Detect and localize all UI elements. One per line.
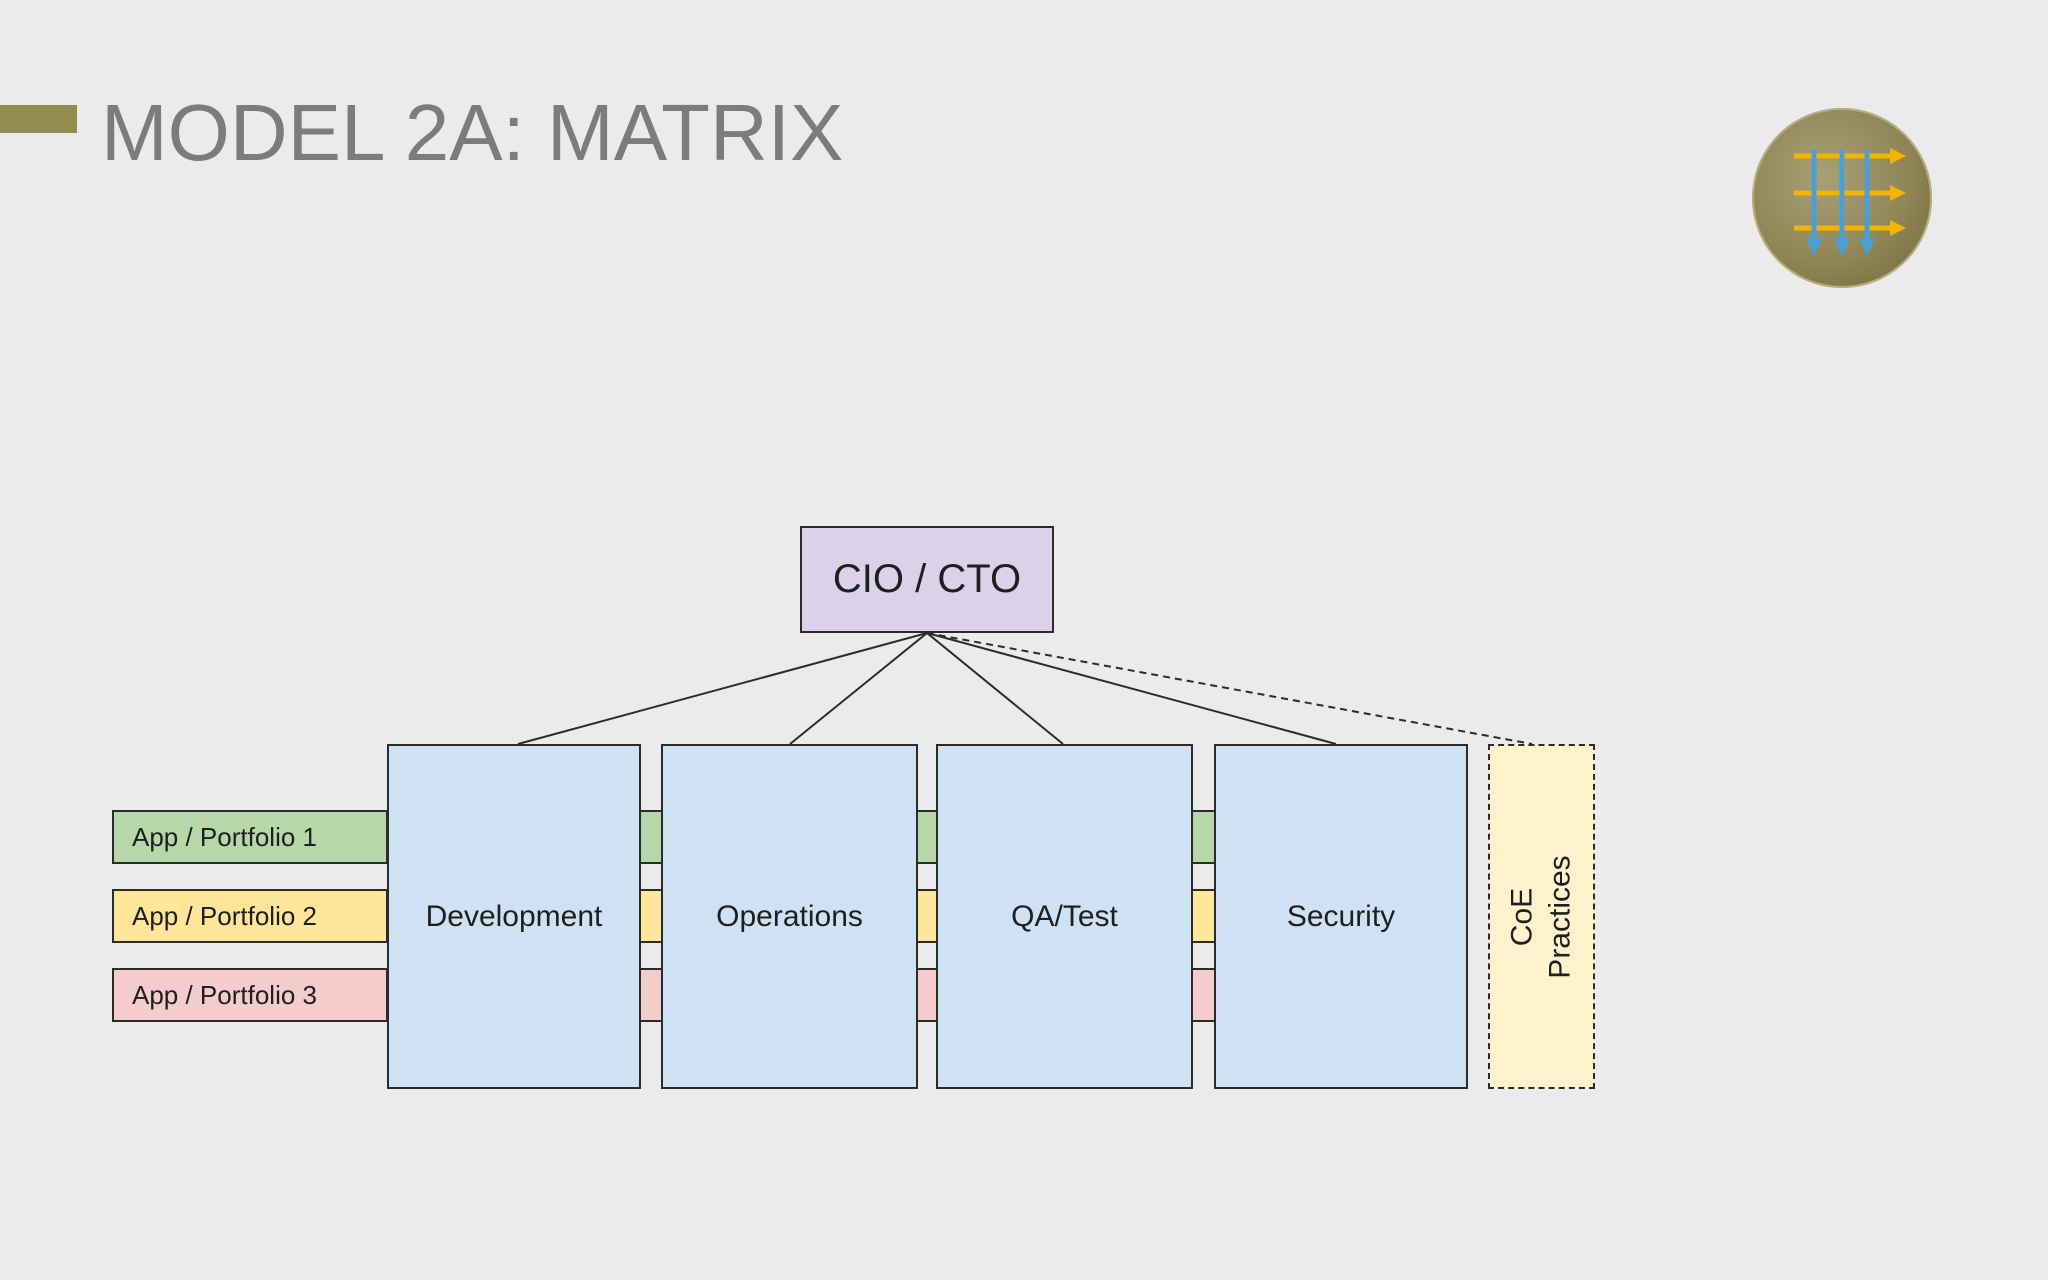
- portfolio-2-label: App / Portfolio 2: [112, 889, 388, 943]
- matrix-badge: [1752, 108, 1932, 288]
- vertical-arrowhead-2: [1834, 238, 1850, 256]
- portfolio-3-connector: [640, 968, 662, 1022]
- connector-qa-test: [926, 632, 1064, 745]
- department-development-box: Development: [387, 744, 641, 1089]
- portfolio-1-connector: [917, 810, 937, 864]
- connector-operations: [789, 632, 928, 745]
- portfolio-1-connector: [1192, 810, 1215, 864]
- portfolio-3-connector: [1192, 968, 1215, 1022]
- coe-practices-box: CoE Practices: [1488, 744, 1595, 1089]
- title-accent-bar: [0, 105, 77, 133]
- portfolio-2-connector: [1192, 889, 1215, 943]
- horizontal-arrowhead-2: [1890, 185, 1906, 201]
- portfolio-3-connector: [917, 968, 937, 1022]
- horizontal-arrowhead-3: [1890, 220, 1906, 236]
- connector-development: [517, 632, 928, 745]
- vertical-arrowhead-3: [1859, 238, 1875, 256]
- connector-security: [926, 632, 1337, 745]
- coe-label-line-2: Practices: [1543, 854, 1577, 979]
- department-operations-box: Operations: [661, 744, 918, 1089]
- department-qa-test-box: QA/Test: [936, 744, 1193, 1089]
- cio-cto-box: CIO / CTO: [800, 526, 1054, 633]
- department-security-box: Security: [1214, 744, 1468, 1089]
- matrix-arrows-icon: [1794, 148, 1906, 256]
- connector-coe-dashed: [926, 632, 1533, 745]
- vertical-arrows: [1806, 150, 1875, 256]
- portfolio-1-label: App / Portfolio 1: [112, 810, 388, 864]
- coe-practices-label: CoE Practices: [1504, 855, 1580, 978]
- horizontal-arrowhead-1: [1890, 148, 1906, 164]
- vertical-arrowhead-1: [1806, 238, 1822, 256]
- portfolio-3-label: App / Portfolio 3: [112, 968, 388, 1022]
- slide-title: MODEL 2A: MATRIX: [101, 88, 844, 177]
- coe-label-line-1: CoE: [1505, 887, 1539, 946]
- portfolio-2-connector: [640, 889, 662, 943]
- portfolio-2-connector: [917, 889, 937, 943]
- portfolio-1-connector: [640, 810, 662, 864]
